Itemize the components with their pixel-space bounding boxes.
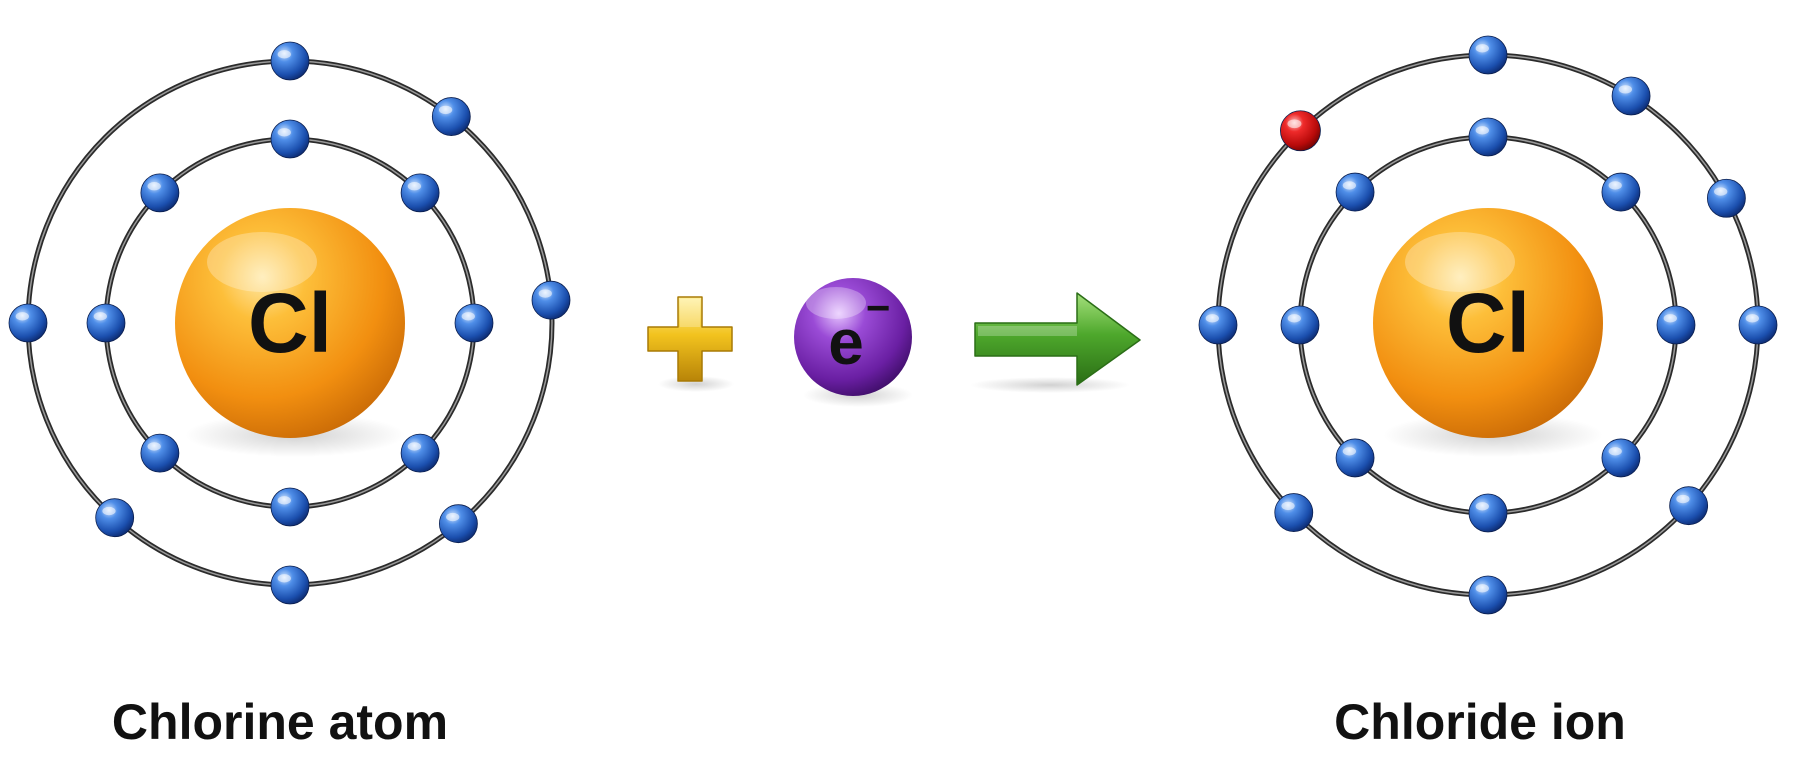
nucleus-symbol: Cl xyxy=(1446,276,1530,370)
chlorine-atom-model: Cl xyxy=(8,41,571,605)
gained-electron-dot xyxy=(1280,110,1321,152)
electron-dot xyxy=(1280,305,1320,345)
chloride-ion-caption: Chloride ion xyxy=(1334,694,1626,750)
inner-shell-electrons xyxy=(86,119,494,527)
electron-dot xyxy=(1656,305,1696,345)
outer-shell-electrons xyxy=(8,41,571,605)
electron-dot xyxy=(1468,117,1508,157)
electron-dot xyxy=(1468,35,1508,75)
electron-dot xyxy=(1601,172,1641,212)
electron-dot xyxy=(95,498,135,538)
electron-dot xyxy=(431,97,471,136)
electron-dot xyxy=(270,565,310,605)
electron-dot xyxy=(1468,575,1508,615)
electron-dot xyxy=(1601,438,1641,478)
electron-particle: e − xyxy=(794,278,913,407)
electron-dot xyxy=(1738,305,1778,345)
nucleus-gloss xyxy=(207,232,317,292)
electron-dot xyxy=(1706,178,1746,218)
nucleus xyxy=(1373,208,1603,438)
plus-operator-icon xyxy=(647,296,734,392)
chloride-ion-model: Cl xyxy=(1198,35,1778,615)
electron-charge: − xyxy=(866,284,891,331)
electron-dot xyxy=(1611,76,1651,116)
electron-dot xyxy=(1198,305,1238,345)
electron-symbol: e xyxy=(828,306,864,378)
electron-dot xyxy=(140,173,180,213)
electron-dot xyxy=(270,41,310,81)
nucleus xyxy=(175,208,405,438)
electron-dot xyxy=(270,119,310,159)
electron-dot xyxy=(1335,172,1375,212)
electron-dot xyxy=(1468,493,1508,533)
electron-dot xyxy=(400,433,440,473)
electron-dot xyxy=(86,303,126,343)
electron-dot xyxy=(1335,438,1375,478)
electron-dot xyxy=(454,303,494,343)
nucleus-gloss xyxy=(1405,232,1515,292)
electron-dot xyxy=(140,433,180,473)
electron-dot xyxy=(270,487,310,527)
chlorine-atom-caption: Chlorine atom xyxy=(111,694,449,750)
inner-shell-electrons xyxy=(1280,117,1696,533)
electron-dot xyxy=(8,303,48,343)
electron-dot xyxy=(531,280,571,320)
electron-dot xyxy=(439,504,478,544)
electron-dot xyxy=(1274,493,1314,532)
reaction-arrow-icon xyxy=(970,292,1141,393)
electron-dot xyxy=(400,173,440,213)
nucleus-symbol: Cl xyxy=(248,276,332,370)
electron-dot xyxy=(1669,486,1709,526)
outer-shell-electrons xyxy=(1198,35,1778,615)
